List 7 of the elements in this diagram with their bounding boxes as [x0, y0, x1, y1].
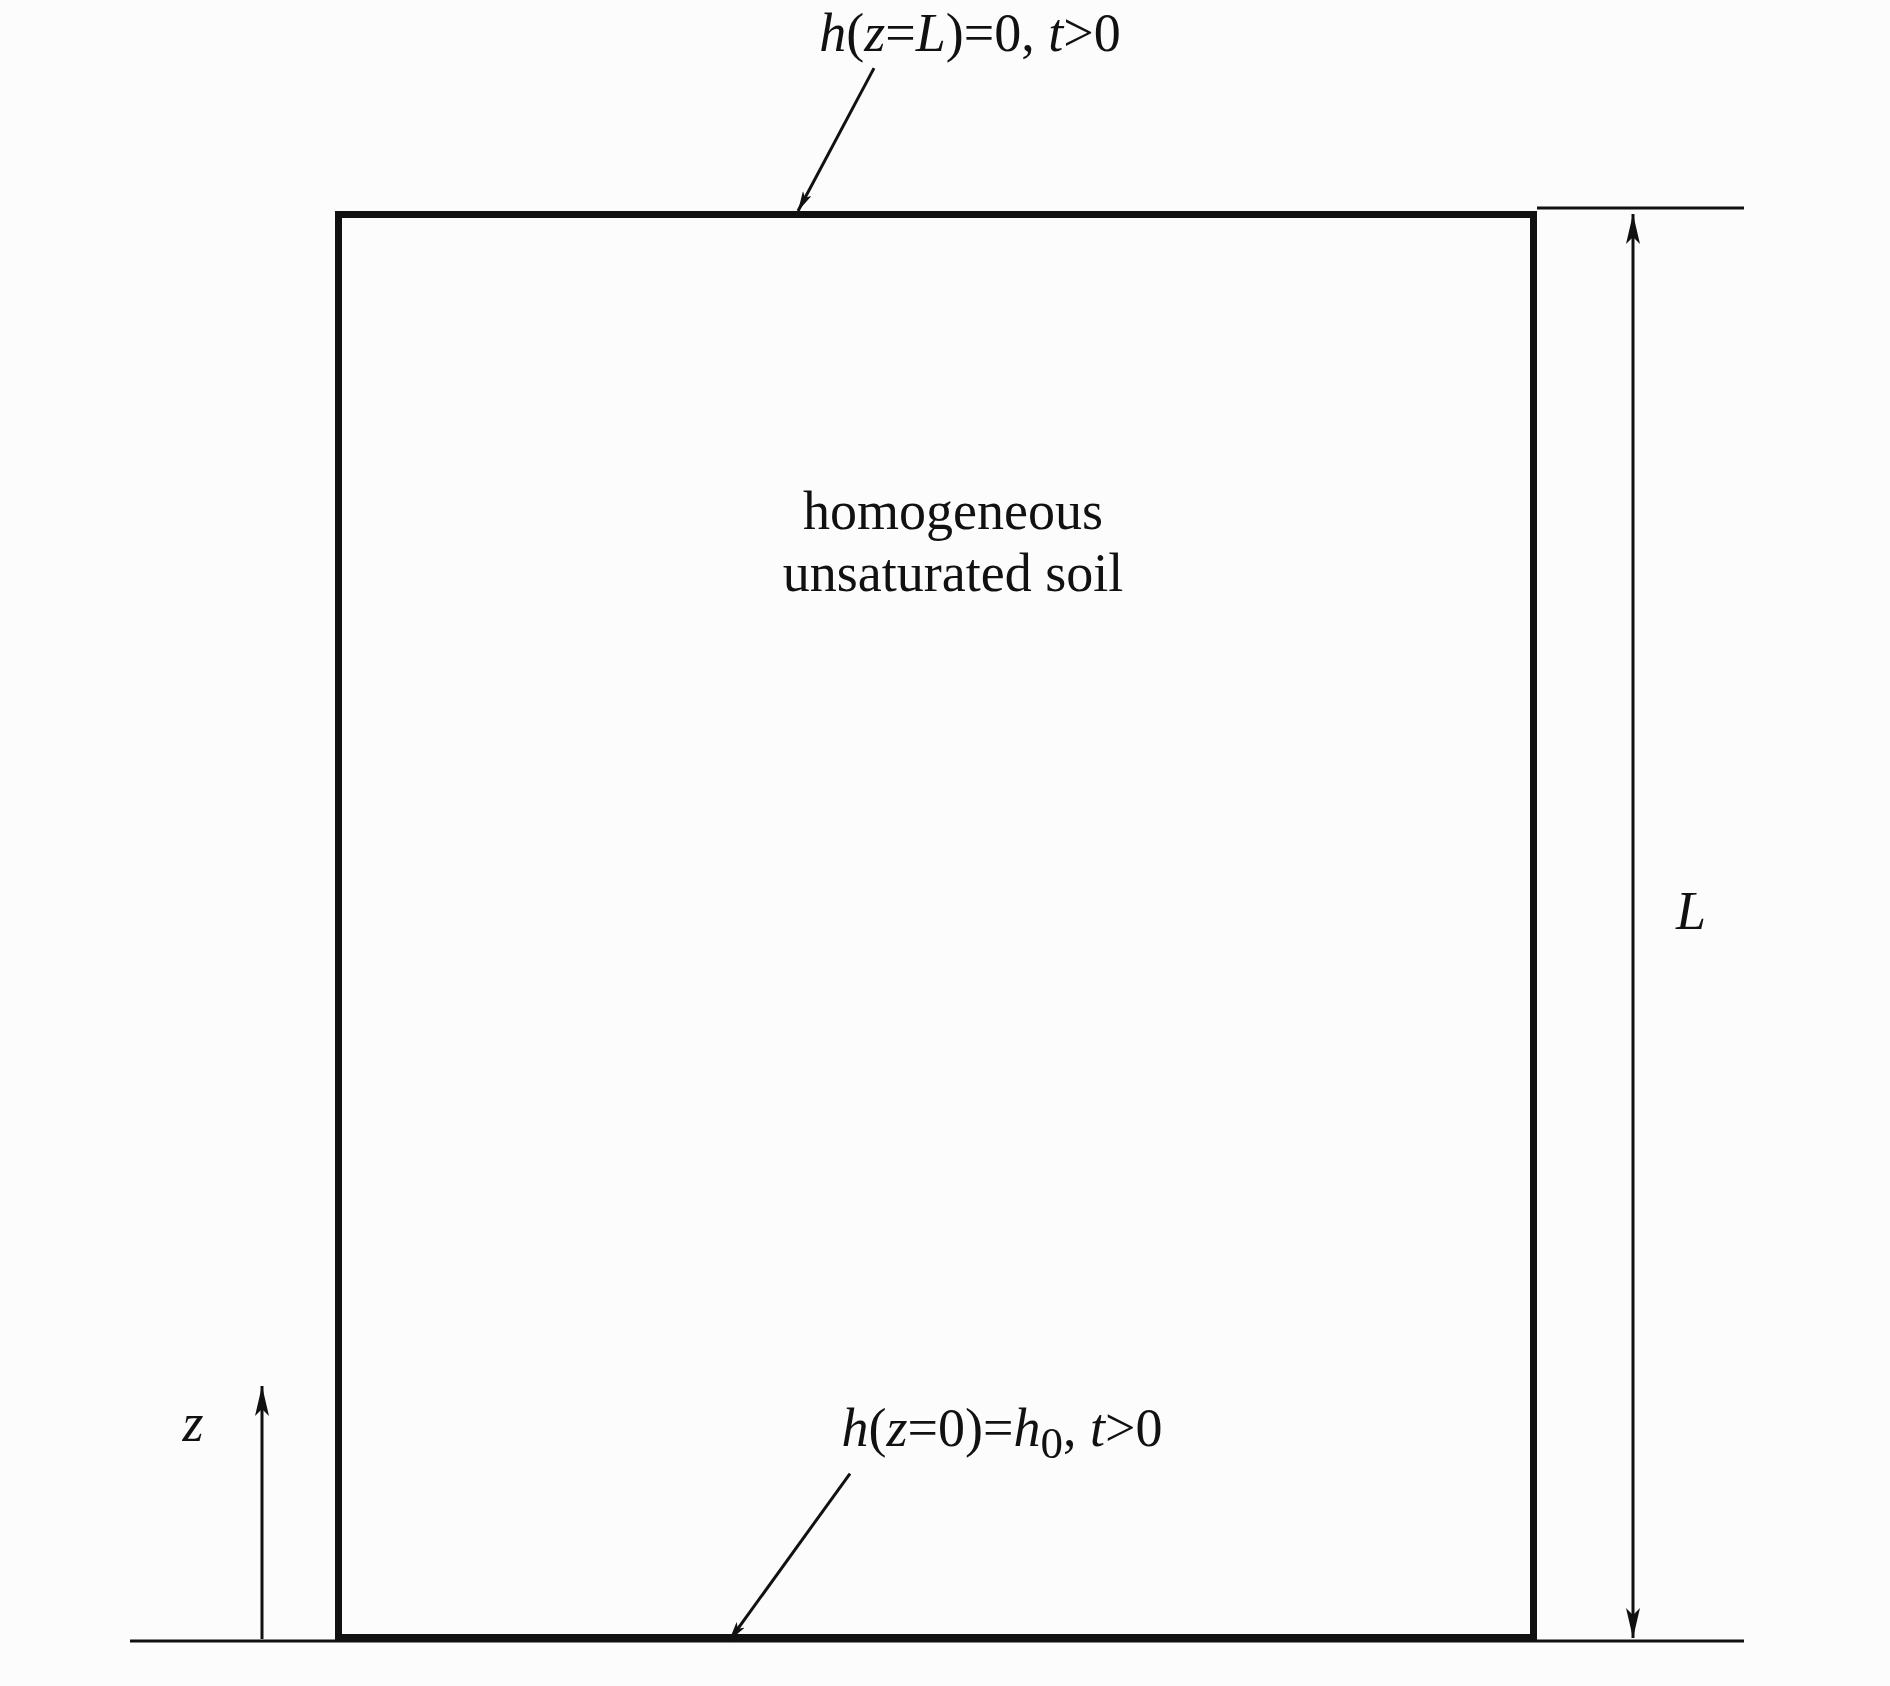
leader-arrow [796, 67, 876, 212]
soil-column [335, 211, 1537, 1641]
soil-label: homogeneous unsaturated soil [781, 480, 1125, 605]
boundary-condition: h(z=0)=h$_{0}$, t>0 [841, 1397, 1163, 1470]
dimension-label: L [1676, 880, 1706, 943]
boundary-condition: h(z=L)=0, t>0 [819, 2, 1121, 65]
axis-label: z [182, 1392, 204, 1455]
